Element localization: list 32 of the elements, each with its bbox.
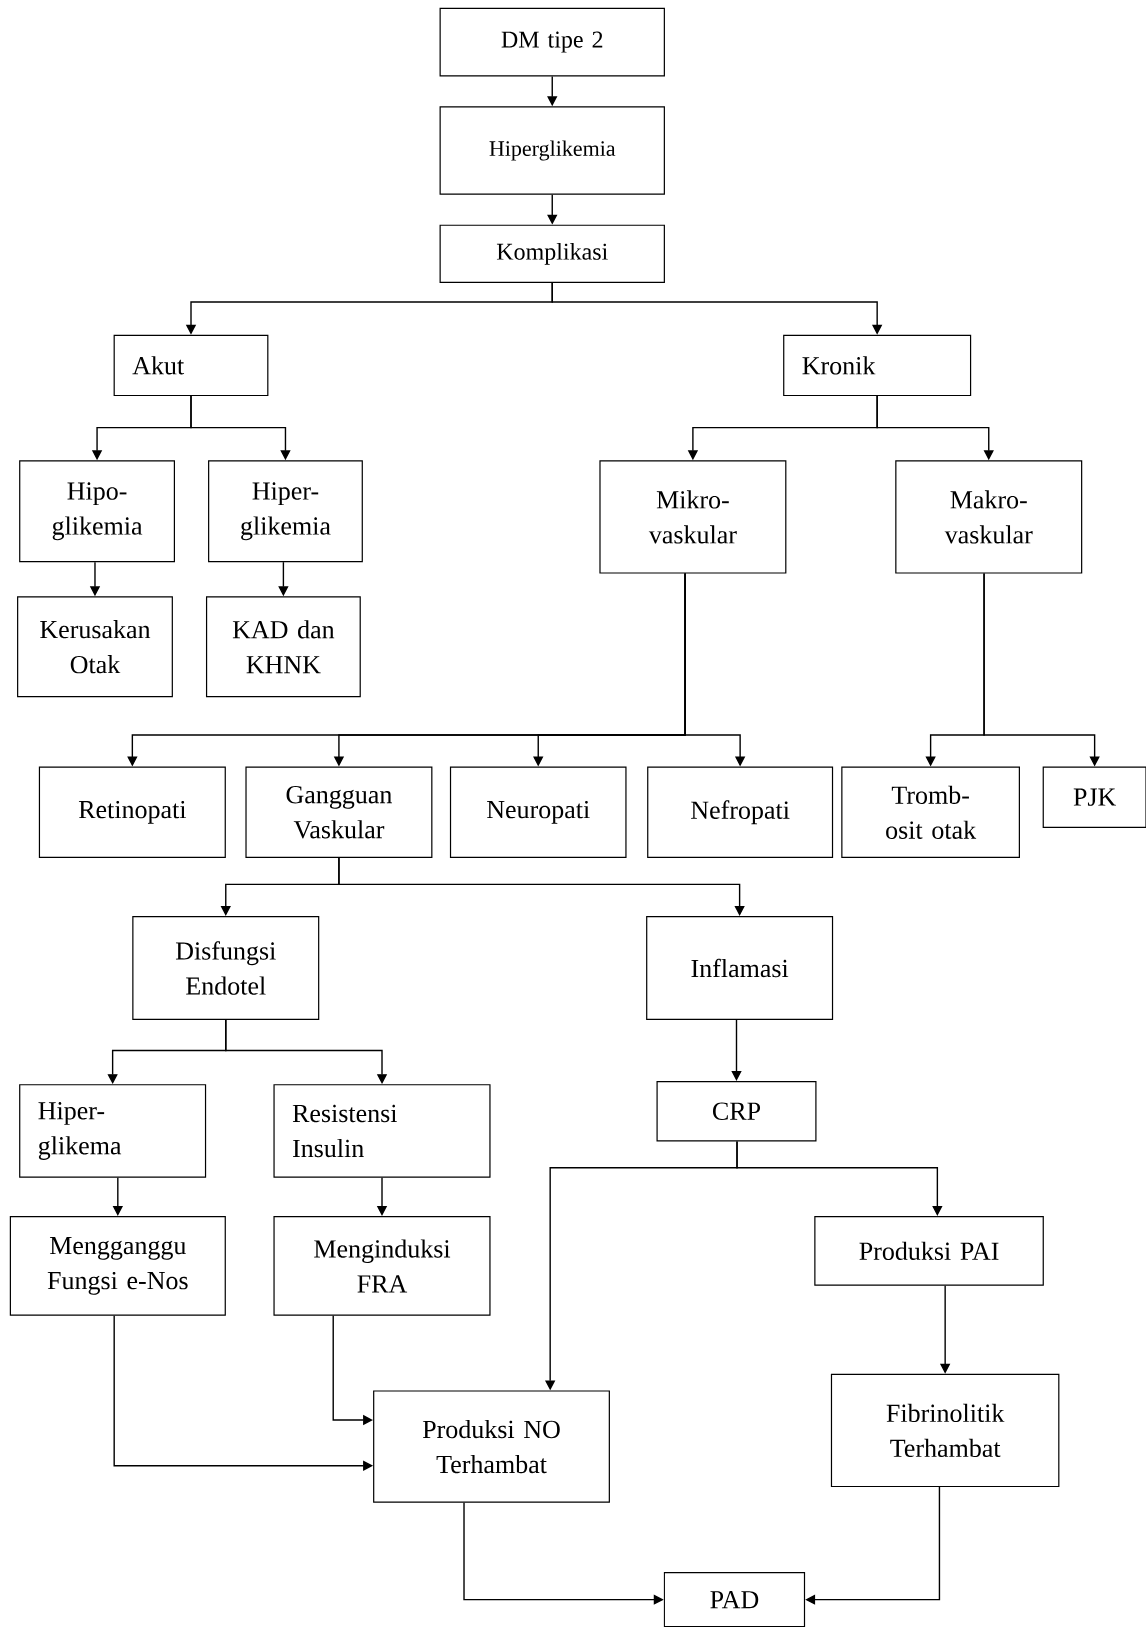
flow-box: Hiper- glikema [19,1084,207,1178]
flow-box: DM tipe 2 [439,7,665,77]
flow-box: KAD dan KHNK [206,596,361,698]
arrow [731,1019,742,1081]
flow-box: PJK [1042,766,1146,828]
flow-box: Neuropati [449,766,627,859]
flow-box: Produksi PAI [814,1216,1044,1286]
flow-box: Produksi NO Terhambat [373,1390,610,1503]
flow-box: Kronik [783,334,972,397]
flow-box: Komplikasi [439,224,665,283]
flow-box: Hiperglikemia [439,106,665,195]
flow-box: Resistensi Insulin [273,1084,491,1178]
flow-box: Kerusakan Otak [17,596,173,698]
flow-box: Fibrinolitik Terhambat [830,1373,1060,1488]
arrow [805,1486,941,1605]
flow-box: Hipo- glikemia [19,460,175,563]
flow-box: Tromb- osit otak [841,766,1020,859]
flow-box: CRP [656,1081,817,1142]
flow-box: Disfungsi Endotel [132,916,320,1020]
flow-box: Makro- vaskular [895,460,1083,574]
flow-box: Inflamasi [646,916,834,1020]
flow-box: Nefropati [647,766,834,859]
flow-box: PAD [663,1572,806,1627]
flow-box: Gangguan Vaskular [245,766,433,859]
flow-box: Menginduksi FRA [273,1216,491,1316]
flow-box: Hiper- glikemia [208,460,363,563]
flow-box: Retinopati [38,766,226,859]
arrow [736,1140,943,1216]
flow-box: Mikro- vaskular [599,460,787,574]
flow-box: Akut [113,334,269,397]
flow-box: Mengganggu Fungsi e-Nos [9,1216,226,1316]
arrow [338,857,745,916]
